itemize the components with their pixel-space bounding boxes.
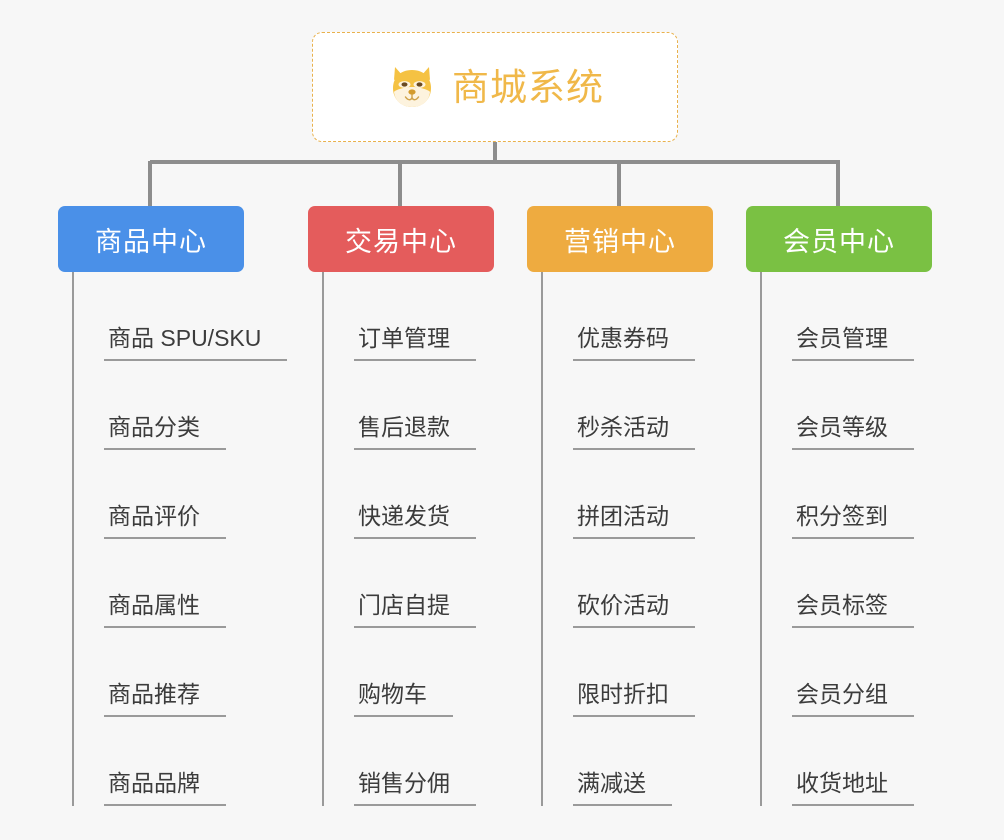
leaf-item[interactable]: 优惠券码 (543, 272, 713, 361)
leaf-label: 会员分组 (792, 680, 914, 717)
leaf-label: 秒杀活动 (573, 413, 695, 450)
leaf-item[interactable]: 会员分组 (762, 628, 932, 717)
leaf-item[interactable]: 会员等级 (762, 361, 932, 450)
branch-header-marketing-center[interactable]: 营销中心 (527, 206, 713, 272)
leaf-item[interactable]: 商品推荐 (74, 628, 244, 717)
branch-header-trade-center[interactable]: 交易中心 (308, 206, 494, 272)
leaf-item[interactable]: 购物车 (324, 628, 494, 717)
root-title: 商城系统 (452, 66, 604, 108)
leaf-item[interactable]: 商品品牌 (74, 717, 244, 806)
leaf-label: 销售分佣 (354, 769, 476, 806)
leaf-label: 限时折扣 (573, 680, 695, 717)
branch-header-member-center[interactable]: 会员中心 (746, 206, 932, 272)
leaf-list-trade-center: 订单管理 售后退款 快递发货 门店自提 购物车 销售分佣 (322, 272, 494, 806)
leaf-item[interactable]: 会员标签 (762, 539, 932, 628)
leaf-label: 会员标签 (792, 591, 914, 628)
leaf-label: 门店自提 (354, 591, 476, 628)
leaf-item[interactable]: 销售分佣 (324, 717, 494, 806)
connector-drop-1 (148, 161, 152, 208)
shiba-dog-icon (386, 61, 438, 113)
branch-header-label: 会员中心 (783, 226, 895, 257)
leaf-label: 商品属性 (104, 591, 226, 628)
leaf-label: 商品 SPU/SKU (104, 324, 288, 361)
leaf-item[interactable]: 限时折扣 (543, 628, 713, 717)
connector-drop-4 (836, 161, 840, 208)
leaf-label: 订单管理 (354, 324, 476, 361)
connector-drop-2 (398, 161, 402, 208)
leaf-label: 商品品牌 (104, 769, 226, 806)
leaf-label: 收货地址 (792, 769, 914, 806)
leaf-item[interactable]: 商品属性 (74, 539, 244, 628)
leaf-item[interactable]: 门店自提 (324, 539, 494, 628)
leaf-label: 拼团活动 (573, 502, 695, 539)
branch-member-center: 会员中心 会员管理 会员等级 积分签到 会员标签 会员分组 收货地址 (746, 206, 932, 806)
leaf-label: 售后退款 (354, 413, 476, 450)
leaf-item[interactable]: 会员管理 (762, 272, 932, 361)
leaf-label: 购物车 (354, 680, 453, 717)
leaf-item[interactable]: 商品评价 (74, 450, 244, 539)
leaf-item[interactable]: 快递发货 (324, 450, 494, 539)
branch-header-product-center[interactable]: 商品中心 (58, 206, 244, 272)
leaf-item[interactable]: 拼团活动 (543, 450, 713, 539)
leaf-label: 会员管理 (792, 324, 914, 361)
leaf-label: 商品分类 (104, 413, 226, 450)
leaf-item[interactable]: 商品 SPU/SKU (74, 272, 288, 361)
branch-trade-center: 交易中心 订单管理 售后退款 快递发货 门店自提 购物车 销售分佣 (308, 206, 494, 806)
leaf-label: 商品推荐 (104, 680, 226, 717)
branch-marketing-center: 营销中心 优惠券码 秒杀活动 拼团活动 砍价活动 限时折扣 满减送 (527, 206, 713, 806)
leaf-label: 满减送 (573, 769, 672, 806)
leaf-label: 快递发货 (354, 502, 476, 539)
leaf-item[interactable]: 砍价活动 (543, 539, 713, 628)
branch-header-label: 交易中心 (345, 226, 457, 257)
leaf-item[interactable]: 订单管理 (324, 272, 494, 361)
connector-drop-3 (617, 161, 621, 208)
leaf-item[interactable]: 积分签到 (762, 450, 932, 539)
connector-root-stem (493, 142, 497, 164)
leaf-list-marketing-center: 优惠券码 秒杀活动 拼团活动 砍价活动 限时折扣 满减送 (541, 272, 713, 806)
leaf-item[interactable]: 商品分类 (74, 361, 244, 450)
root-node[interactable]: 商城系统 (312, 32, 678, 142)
leaf-item[interactable]: 秒杀活动 (543, 361, 713, 450)
leaf-label: 积分签到 (792, 502, 914, 539)
leaf-label: 砍价活动 (573, 591, 695, 628)
leaf-item[interactable]: 满减送 (543, 717, 713, 806)
connector-horizontal-bar (150, 160, 840, 164)
leaf-label: 商品评价 (104, 502, 226, 539)
branch-product-center: 商品中心 商品 SPU/SKU 商品分类 商品评价 商品属性 商品推荐 商品品牌 (58, 206, 288, 806)
branch-header-label: 商品中心 (95, 226, 207, 257)
leaf-list-member-center: 会员管理 会员等级 积分签到 会员标签 会员分组 收货地址 (760, 272, 932, 806)
leaf-item[interactable]: 收货地址 (762, 717, 932, 806)
leaf-list-product-center: 商品 SPU/SKU 商品分类 商品评价 商品属性 商品推荐 商品品牌 (72, 272, 288, 806)
leaf-label: 会员等级 (792, 413, 914, 450)
branch-header-label: 营销中心 (564, 226, 676, 257)
leaf-item[interactable]: 售后退款 (324, 361, 494, 450)
leaf-label: 优惠券码 (573, 324, 695, 361)
